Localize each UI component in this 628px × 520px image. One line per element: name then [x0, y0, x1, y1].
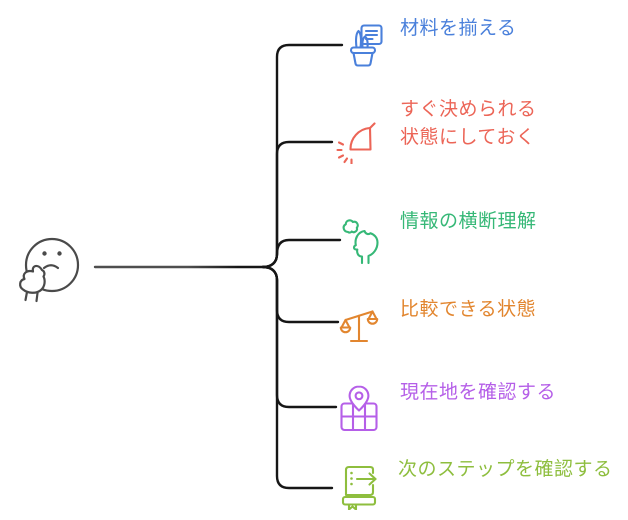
node-text: 情報の横断理解 [400, 211, 537, 232]
head-puzzle-icon [341, 218, 381, 264]
node-label-current-location: 現在地を確認する [400, 379, 556, 407]
quick-decision-timer-icon [336, 116, 378, 164]
node-text: 材料を揃える [400, 18, 517, 39]
node-label-gather-materials: 材料を揃える [400, 15, 516, 43]
node-text: 次のステップを確認する [398, 459, 613, 480]
thinking-face-icon [19, 237, 80, 303]
node-label-comparable-state: 比較できる状態 [400, 296, 536, 324]
node-label-ready-to-decide: すぐ決められる 状態にしておく [400, 96, 537, 152]
node-text: 現在地を確認する [400, 382, 557, 403]
book-next-step-arrow-icon [336, 464, 382, 510]
node-label-cross-understanding: 情報の横断理解 [400, 208, 537, 236]
node-text: すぐ決められる [400, 99, 537, 120]
node-label-next-step: 次のステップを確認する [398, 456, 613, 484]
map-location-pin-icon [339, 385, 379, 432]
balance-scale-icon [339, 300, 379, 346]
stationery-cup-document-icon [344, 24, 384, 68]
node-text: 状態にしておく [400, 127, 536, 148]
node-text: 比較できる状態 [400, 299, 537, 320]
